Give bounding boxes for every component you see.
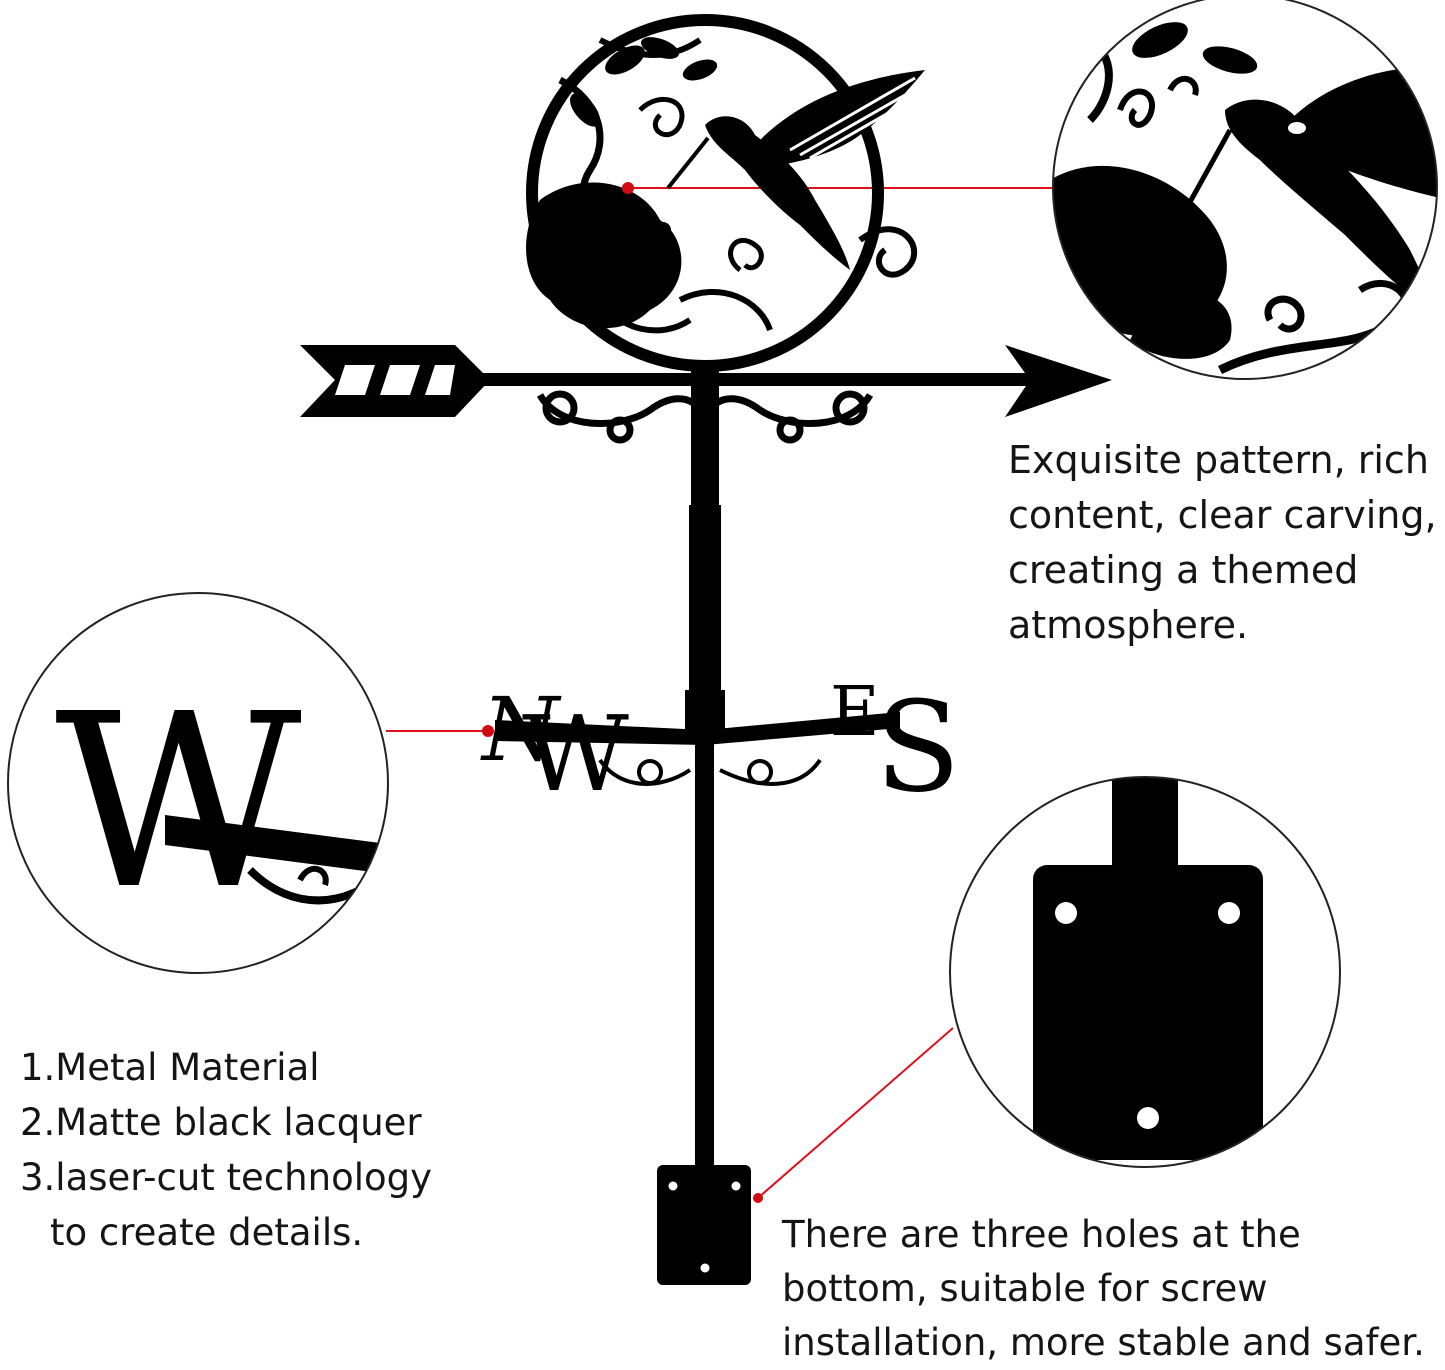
caption-pattern-line: content, clear carving, [1008, 493, 1437, 537]
zoom-plate-detail [949, 776, 1341, 1168]
arrow-head-icon [1005, 345, 1112, 417]
arrow-shaft [470, 373, 1030, 386]
compass-filigree [598, 758, 822, 786]
compass: N W E S [480, 673, 961, 820]
hummingbird-ornament [526, 14, 925, 372]
zoom-letter: W [55, 662, 302, 942]
compass-letter-south: S [875, 675, 961, 820]
pole-upper [691, 370, 719, 515]
flower-icon [526, 182, 692, 334]
caption-holes: There are three holes at the bottom, sui… [782, 1208, 1442, 1370]
caption-features: 1.Metal Material 2.Matte black lacquer 3… [20, 1040, 460, 1260]
compass-arm-east [705, 712, 900, 745]
callout-dot-letter [482, 725, 494, 737]
caption-pattern-line: creating a themed [1008, 548, 1359, 592]
hummingbird-icon [666, 70, 925, 270]
hummingbird-icon [1177, 67, 1437, 310]
compass-letter-east: E [830, 673, 880, 752]
weathervane: N W E S [300, 14, 1112, 1285]
caption-pattern: Exquisite pattern, rich content, clear c… [1008, 433, 1438, 653]
caption-holes-line: installation, more stable and safer. [782, 1321, 1425, 1364]
callout-line-plate [757, 1027, 954, 1199]
caption-holes-line: bottom, suitable for screw [782, 1267, 1268, 1310]
caption-pattern-line: Exquisite pattern, rich [1008, 438, 1429, 482]
pole-lower [695, 740, 714, 1170]
callout-lines [386, 187, 1052, 1199]
caption-feature-item: 3.laser-cut technology [20, 1156, 433, 1199]
arrow [300, 345, 1112, 417]
caption-pattern-line: atmosphere. [1008, 603, 1249, 647]
caption-feature-item: to create details. [50, 1211, 364, 1254]
mounting-plate-icon [1033, 865, 1263, 1160]
compass-hub [685, 690, 725, 740]
caption-holes-line: There are three holes at the [782, 1213, 1301, 1256]
callout-dot-plate [753, 1193, 763, 1203]
caption-feature-item: 1.Metal Material [20, 1046, 320, 1089]
compass-arm-west [495, 720, 705, 745]
mounting-plate-icon [657, 1165, 763, 1285]
callout-dot-pattern [622, 182, 634, 194]
pole-sleeve [689, 505, 721, 705]
compass-letter-west: W [522, 693, 629, 815]
zoom-pattern-detail [1052, 0, 1438, 380]
caption-feature-item: 2.Matte black lacquer [20, 1101, 422, 1144]
zoom-letter-detail: W [7, 592, 389, 974]
scroll-brackets [536, 390, 874, 444]
